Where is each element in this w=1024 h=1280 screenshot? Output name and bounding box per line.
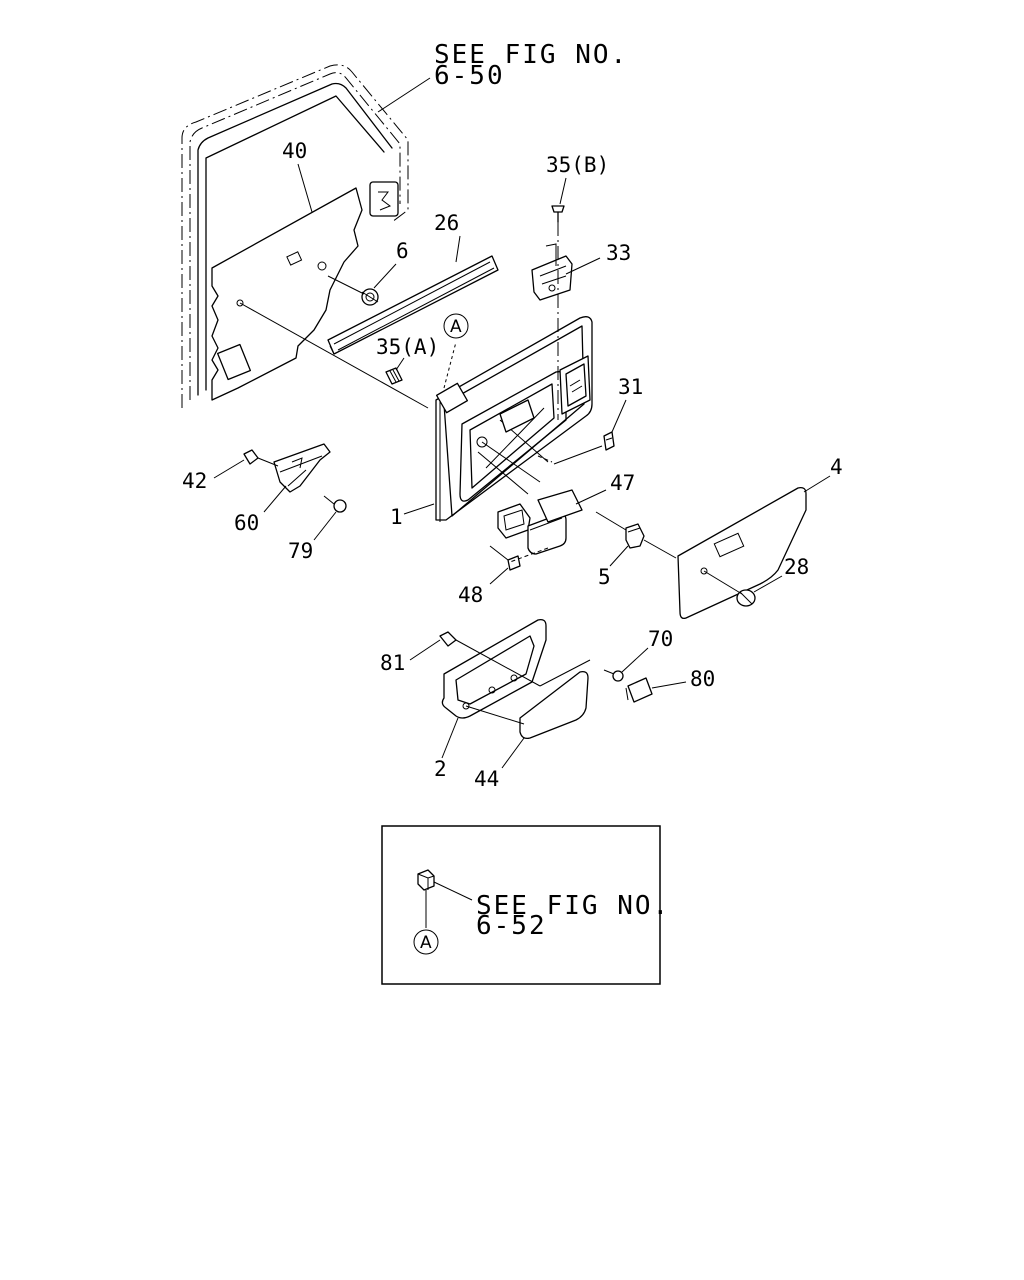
part-label-80: 80 — [690, 667, 715, 691]
part-label-35a: 35(A) — [376, 335, 439, 359]
screw-35a — [385, 367, 403, 385]
part-label-48: 48 — [458, 583, 483, 607]
rail-strip — [327, 255, 499, 355]
part-label-4: 4 — [830, 455, 843, 479]
callout-a-main: A — [443, 313, 469, 339]
part-label-26: 26 — [434, 211, 459, 235]
callout-a-inset-label: A — [420, 933, 432, 953]
door-frame — [181, 64, 409, 408]
reference-inset-line2: 6-52 — [476, 911, 547, 941]
door-trim-panel — [435, 316, 593, 522]
part-label-79: 79 — [288, 539, 313, 563]
pocket-panel — [677, 486, 807, 620]
nut-42 — [243, 449, 259, 465]
part-label-1: 1 — [390, 505, 403, 529]
part-label-60: 60 — [234, 511, 259, 535]
part-label-40: 40 — [282, 139, 307, 163]
part-label-42: 42 — [182, 469, 207, 493]
handle-escutcheon — [497, 503, 531, 539]
connector-lines — [239, 222, 743, 725]
armrest-frame — [441, 618, 547, 719]
reference-inset-line1: SEE FIG NO. — [476, 891, 670, 921]
part-label-31: 31 — [618, 375, 643, 399]
reference-top-line2: 6-50 — [434, 61, 505, 91]
callout-a-inset: A — [413, 929, 439, 955]
part-label-70: 70 — [648, 627, 673, 651]
clip-5 — [625, 523, 645, 549]
nut-81 — [439, 631, 457, 647]
part-label-6: 6 — [396, 239, 409, 263]
screw-70 — [603, 669, 624, 682]
bracket-60 — [273, 443, 331, 493]
leader-top-ref — [377, 77, 431, 113]
part-label-81: 81 — [380, 651, 405, 675]
part-label-2: 2 — [434, 757, 447, 781]
armrest-pad — [519, 670, 589, 740]
part-label-35b: 35(B) — [546, 153, 609, 177]
cap-80 — [625, 677, 653, 703]
screw-48 — [489, 545, 521, 571]
part-label-5: 5 — [598, 565, 611, 589]
screw-35b — [551, 205, 565, 223]
door-inner-panel — [211, 187, 363, 401]
inset-clip-icon — [417, 869, 435, 891]
screw-79 — [323, 495, 347, 513]
part-labels: 40 26 6 35(B) 33 35(A) 31 4 47 42 60 79 … — [182, 139, 843, 791]
part-label-33: 33 — [606, 241, 631, 265]
callout-a-main-label: A — [450, 317, 462, 337]
part-label-44: 44 — [474, 767, 499, 791]
bracket — [531, 243, 573, 301]
part-label-47: 47 — [610, 471, 635, 495]
handle-bezel — [537, 489, 583, 523]
part-label-28: 28 — [784, 555, 809, 579]
reference-top-line1: SEE FIG NO. — [434, 40, 628, 70]
inset-box: A SEE FIG NO. 6-52 — [381, 825, 670, 985]
screw-clip — [361, 288, 379, 306]
clip — [603, 431, 615, 451]
